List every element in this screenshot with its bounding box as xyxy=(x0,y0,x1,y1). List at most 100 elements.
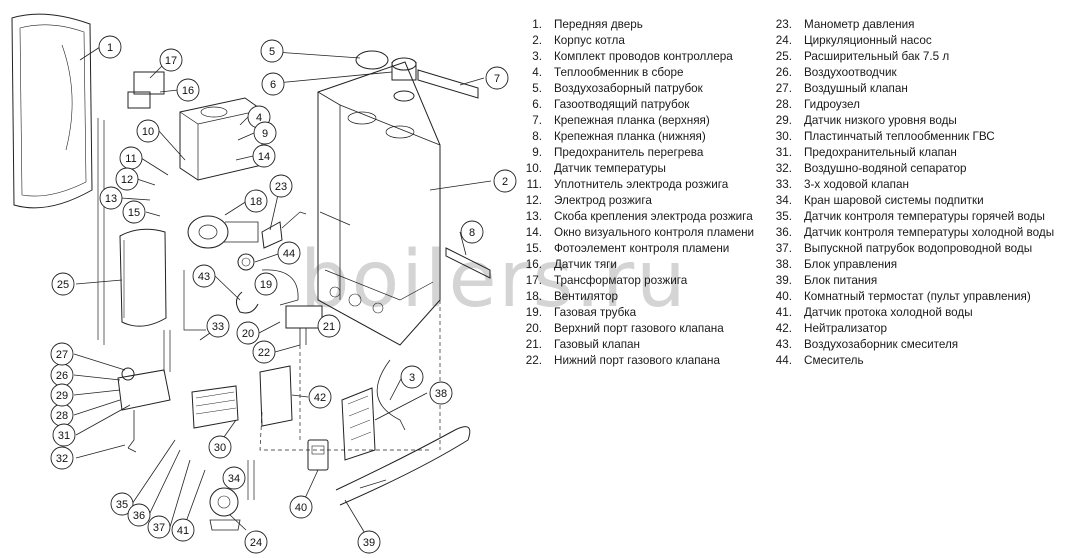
callout-33: 33 xyxy=(206,314,230,338)
legend-label: Блок управления xyxy=(804,258,898,271)
legend-number: 8. xyxy=(532,130,542,143)
legend-number: 10. xyxy=(525,162,542,175)
legend-label: Датчик температуры xyxy=(554,162,666,175)
legend-label: Комплект проводов контроллера xyxy=(554,50,733,63)
callout-42: 42 xyxy=(308,385,332,409)
legend-item: 3. Комплект проводов контроллера xyxy=(520,49,754,65)
callout-circle xyxy=(147,515,171,539)
callout-22: 22 xyxy=(252,340,276,364)
legend-label: Блок питания xyxy=(804,274,878,287)
callout-43: 43 xyxy=(192,264,216,288)
callout-circle xyxy=(317,314,341,338)
callout-9: 9 xyxy=(253,121,277,145)
callout-14: 14 xyxy=(252,144,276,168)
callout-circle xyxy=(206,314,230,338)
legend-item: 8.Крепежная планка (нижняя) xyxy=(520,129,754,145)
legend-label: Смеситель xyxy=(804,354,864,367)
legend-item: 30.Пластинчатый теплообменник ГВС xyxy=(770,129,1054,145)
legend-number: 2. xyxy=(532,34,542,47)
legend-label: Кран шаровой системы подпитки xyxy=(804,194,984,207)
control-unit-part xyxy=(341,387,376,461)
legend-item: 11.Уплотнитель электрода розжига xyxy=(520,177,754,193)
legend-label: Манометр давления xyxy=(804,18,915,31)
callout-11: 11 xyxy=(119,146,143,170)
legend-number: 22. xyxy=(525,354,542,367)
callout-16: 16 xyxy=(176,78,200,102)
legend-label: Нейтрализатор xyxy=(804,322,887,335)
legend-number: 19. xyxy=(525,306,542,319)
callout-number: 9 xyxy=(262,128,268,140)
legend-number: 17. xyxy=(525,274,542,287)
legend-item: 19.Газовая трубка xyxy=(520,305,754,321)
legend-number: 44. xyxy=(775,354,792,367)
callout-13: 13 xyxy=(99,186,123,210)
legend-item: 12.Электрод розжига xyxy=(520,193,754,209)
callout-number: 26 xyxy=(56,370,68,382)
callout-number: 22 xyxy=(258,347,270,359)
legend-item: 6.Газоотводящий патрубок xyxy=(520,97,754,113)
legend-label: Газоотводящий патрубок xyxy=(554,98,690,111)
callout-number: 4 xyxy=(256,112,262,124)
callout-circle xyxy=(269,174,293,198)
legend-label: Датчик тяги xyxy=(554,258,617,271)
callout-number: 11 xyxy=(125,153,136,165)
top-bracket-part xyxy=(417,69,479,99)
legend-label: Окно визуального контроля пламени xyxy=(554,226,755,239)
callout-number: 36 xyxy=(133,510,145,522)
legend-label: Вентилятор xyxy=(554,290,619,303)
legend-number: 41. xyxy=(775,306,792,319)
callout-25: 25 xyxy=(51,272,75,296)
legend-label: Трансформатор розжига xyxy=(554,274,688,287)
callout-number: 19 xyxy=(260,279,272,291)
callout-19: 19 xyxy=(254,272,278,296)
callout-circle xyxy=(115,167,139,191)
boiler-body-part xyxy=(317,61,441,346)
callout-circle xyxy=(171,518,195,542)
legend-number: 15. xyxy=(525,242,542,255)
callout-31: 31 xyxy=(52,423,76,447)
callout-number: 43 xyxy=(198,271,210,283)
legend-item: 21.Газовый клапан xyxy=(520,337,754,353)
legend-number: 7. xyxy=(532,114,542,127)
legend-label: Теплообменник в сборе xyxy=(554,66,684,79)
legend-number: 14. xyxy=(525,226,542,239)
legend-number: 30. xyxy=(775,130,792,143)
legend-label: Циркуляционный насос xyxy=(804,34,932,47)
legend-item: 24.Циркуляционный насос xyxy=(770,33,1054,49)
callout-26: 26 xyxy=(50,363,74,387)
gas-valve-part xyxy=(285,305,323,329)
callout-number: 12 xyxy=(121,174,133,186)
callout-circle xyxy=(253,121,277,145)
callout-circle xyxy=(50,383,74,407)
legend-label: Воздушный клапан xyxy=(804,82,908,95)
callout-40: 40 xyxy=(289,495,313,519)
legend-label: Передняя дверь xyxy=(554,18,643,31)
callout-circle xyxy=(98,35,122,59)
callout-number: 39 xyxy=(363,537,375,549)
legend-item: 22. Нижний порт газового клапана xyxy=(520,353,754,369)
legend-number: 3. xyxy=(532,50,542,63)
callout-circle xyxy=(176,78,200,102)
legend-label: Датчик контроля температуры горячей воды xyxy=(804,210,1045,223)
legend-number: 38. xyxy=(775,258,792,271)
legend-number: 20. xyxy=(525,322,542,335)
legend-item: 35.Датчик контроля температуры горячей в… xyxy=(770,209,1054,225)
callout-circle xyxy=(261,72,285,96)
callout-28: 28 xyxy=(50,403,74,427)
callout-41: 41 xyxy=(171,518,195,542)
legend-item: 38. Блок управления xyxy=(770,257,1054,273)
callout-24: 24 xyxy=(244,530,268,554)
callout-number: 37 xyxy=(153,522,165,534)
legend-label: Нижний порт газового клапана xyxy=(554,354,720,367)
callout-number: 8 xyxy=(469,227,475,239)
legend-item: 14. Окно визуального контроля пламени xyxy=(520,225,754,241)
callout-circle xyxy=(244,530,268,554)
callout-12: 12 xyxy=(115,167,139,191)
legend-item: 10. Датчик температуры xyxy=(520,161,754,177)
callout-number: 7 xyxy=(494,73,500,85)
legend-item: 15.Фотоэлемент контроля пламени xyxy=(520,241,754,257)
callout-number: 16 xyxy=(182,85,194,97)
callout-circle xyxy=(493,169,517,193)
